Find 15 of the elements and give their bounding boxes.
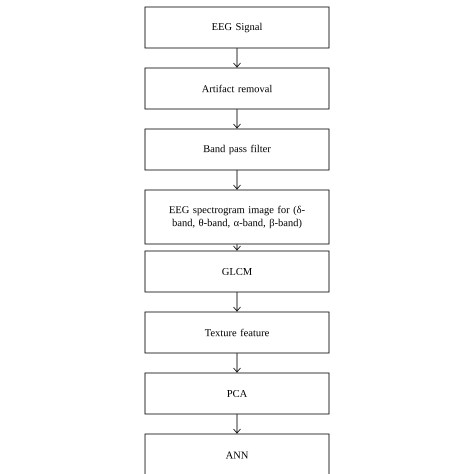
arrow xyxy=(233,109,241,129)
arrow xyxy=(233,170,241,190)
arrow xyxy=(233,244,241,251)
arrow xyxy=(233,414,241,434)
process-box: ANN xyxy=(144,434,330,474)
arrow xyxy=(233,292,241,312)
process-box: Band pass filter xyxy=(144,128,330,170)
arrow xyxy=(233,353,241,373)
arrow xyxy=(233,48,241,68)
process-box: Texture feature xyxy=(144,312,330,354)
process-box: GLCM xyxy=(144,250,330,292)
process-box: Artifact removal xyxy=(144,68,330,110)
process-box: EEG Signal xyxy=(144,6,330,48)
process-box: EEG spectrogram image for (δ-band, θ-band, α-band, β-band) xyxy=(144,190,330,244)
process-box: PCA xyxy=(144,372,330,414)
